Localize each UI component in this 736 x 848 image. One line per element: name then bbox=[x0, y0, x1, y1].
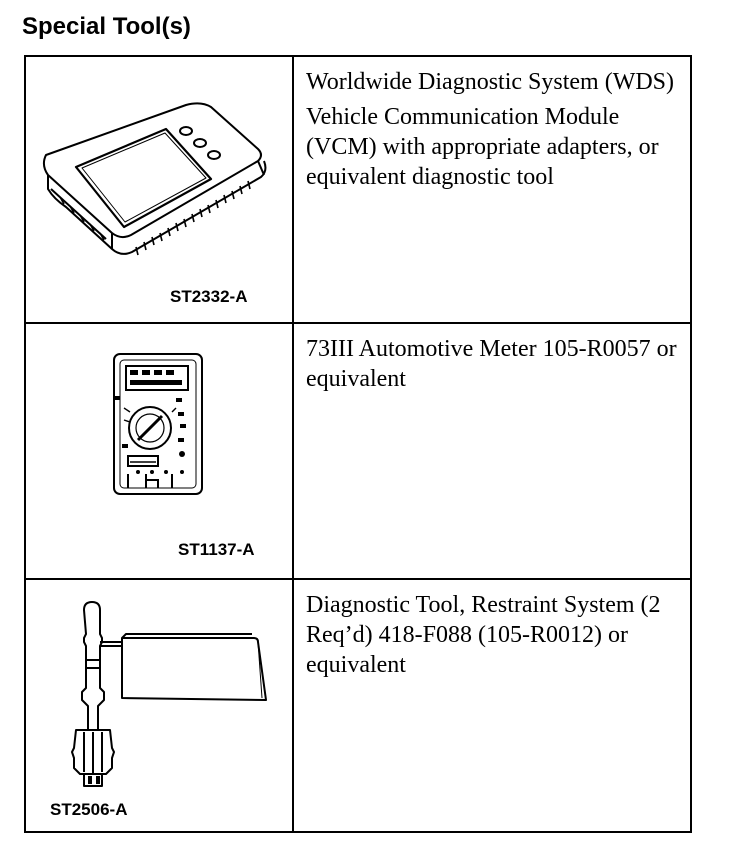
special-tools-table: ST2332-A Worldwide Diagnostic System (WD… bbox=[24, 55, 692, 833]
tool-description: Worldwide Diagnostic System (WDS) Vehicl… bbox=[306, 67, 682, 197]
tool-image-caption: ST2332-A bbox=[170, 287, 248, 306]
tool-description-line: Diagnostic Tool, Restraint System (2 Req… bbox=[306, 592, 661, 678]
tool-row-meter: ST1137-A 73III Automotive Meter 105-R005… bbox=[26, 324, 690, 580]
page-title: Special Tool(s) bbox=[22, 13, 191, 40]
tool-image-caption: ST2506-A bbox=[50, 800, 128, 819]
tool-description-line: Vehicle Communication Module (VCM) with … bbox=[306, 104, 659, 190]
restraint-diagnostic-tool-icon bbox=[71, 601, 267, 787]
tool-description-line: Worldwide Diagnostic System (WDS) bbox=[306, 69, 675, 95]
tool-description-line: 73III Automotive Meter 105-R0057 or equi… bbox=[306, 336, 677, 392]
multimeter-icon bbox=[113, 353, 203, 495]
tool-description: 73III Automotive Meter 105-R0057 or equi… bbox=[306, 334, 682, 399]
tool-image-cell: ST1137-A bbox=[26, 324, 294, 578]
tool-image-cell: ST2506-A bbox=[26, 580, 294, 831]
tool-row-restraint: ST2506-A Diagnostic Tool, Restraint Syst… bbox=[26, 580, 690, 831]
tool-image-caption: ST1137-A bbox=[178, 540, 255, 559]
tool-image-cell: ST2332-A bbox=[26, 57, 294, 322]
tool-description: Diagnostic Tool, Restraint System (2 Req… bbox=[306, 590, 682, 680]
tool-row-wds: ST2332-A Worldwide Diagnostic System (WD… bbox=[26, 57, 690, 324]
diagnostic-tablet-icon bbox=[42, 102, 267, 256]
